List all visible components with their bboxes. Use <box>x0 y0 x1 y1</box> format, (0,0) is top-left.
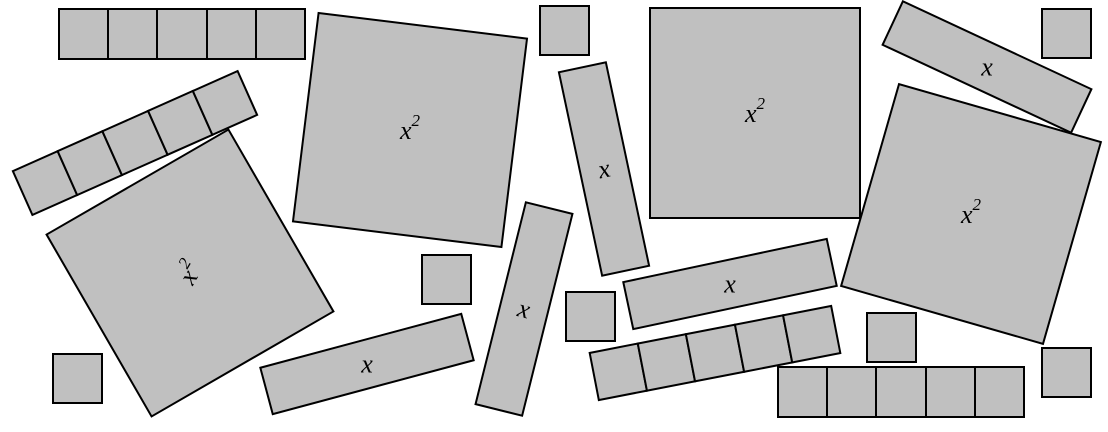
unit-tile <box>539 5 590 56</box>
tile-label-exponent: 2 <box>757 94 766 113</box>
unit-tile <box>866 312 917 363</box>
svg-text:x2: x2 <box>399 111 421 145</box>
unit-tile <box>1041 347 1092 398</box>
unit-tile-row <box>777 366 1025 418</box>
svg-text:x2: x2 <box>744 94 766 128</box>
tile-label-exponent: 2 <box>412 111 421 130</box>
tile-label-exponent: 2 <box>973 195 982 214</box>
x-tile: x <box>557 61 651 277</box>
tile-label: x <box>399 116 412 145</box>
tile-label: x <box>960 200 973 229</box>
x-tile: x <box>622 237 838 331</box>
unit-tile-row <box>11 69 259 217</box>
unit-tile <box>1041 8 1092 59</box>
x-squared-tile: x2 <box>291 11 529 249</box>
tile-label: x <box>723 270 736 299</box>
tile-label: x <box>360 350 373 379</box>
svg-text:x2: x2 <box>960 195 982 229</box>
x-tile: x <box>881 0 1093 135</box>
x-squared-tile: x2 <box>45 128 335 418</box>
x-squared-tile: x2 <box>839 82 1103 346</box>
unit-tile <box>421 254 472 305</box>
x-squared-tile: x2 <box>649 7 861 219</box>
tile-label: x <box>744 99 757 128</box>
unit-tile-row <box>58 8 306 60</box>
unit-tile <box>565 291 616 342</box>
unit-tile-row <box>588 304 842 402</box>
x-tile: x <box>259 312 475 416</box>
x-tile: x <box>474 201 574 417</box>
unit-tile <box>52 353 103 404</box>
tile-label: x <box>980 53 993 82</box>
